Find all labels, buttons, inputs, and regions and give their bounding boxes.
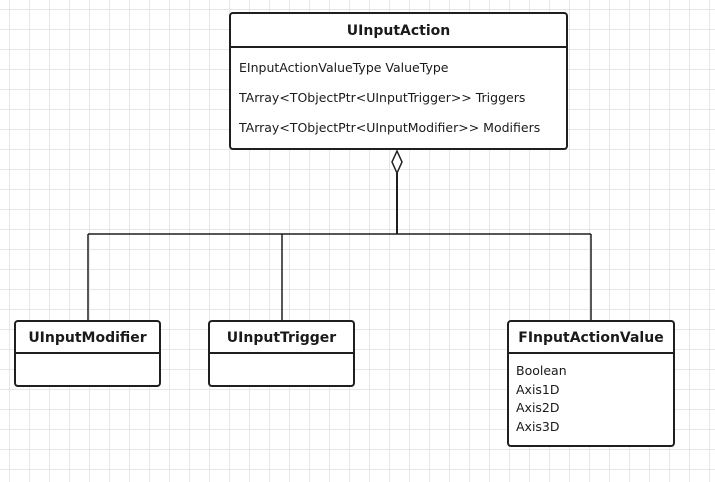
class-name-input-modifier: UInputModifier (16, 322, 159, 354)
attribute-value-type: EInputActionValueType ValueType (239, 60, 449, 75)
enum-value-axis2d: Axis2D (516, 400, 560, 415)
class-box-input-action-value[interactable]: FInputActionValue Boolean Axis1D Axis2D … (507, 320, 675, 447)
attribute-modifiers: TArray<TObjectPtr<UInputModifier>> Modif… (239, 120, 541, 135)
enum-value-axis1d: Axis1D (516, 381, 560, 397)
class-box-input-modifier[interactable]: UInputModifier (14, 320, 161, 387)
aggregation-diamond (391, 149, 403, 175)
enum-value-boolean: Boolean (516, 363, 567, 378)
attribute-triggers: TArray<TObjectPtr<UInputTrigger>> Trigge… (239, 90, 526, 105)
class-box-input-action[interactable]: UInputAction EInputActionValueType Value… (229, 12, 568, 150)
class-box-input-trigger[interactable]: UInputTrigger (208, 320, 355, 387)
enum-value-list: Boolean Axis1D Axis2D Axis3D (509, 354, 673, 436)
class-name-input-action: UInputAction (231, 14, 566, 48)
enum-value-axis3d: Axis3D (516, 418, 560, 434)
class-name-input-trigger: UInputTrigger (210, 322, 353, 354)
class-name-input-action-value: FInputActionValue (509, 322, 673, 354)
